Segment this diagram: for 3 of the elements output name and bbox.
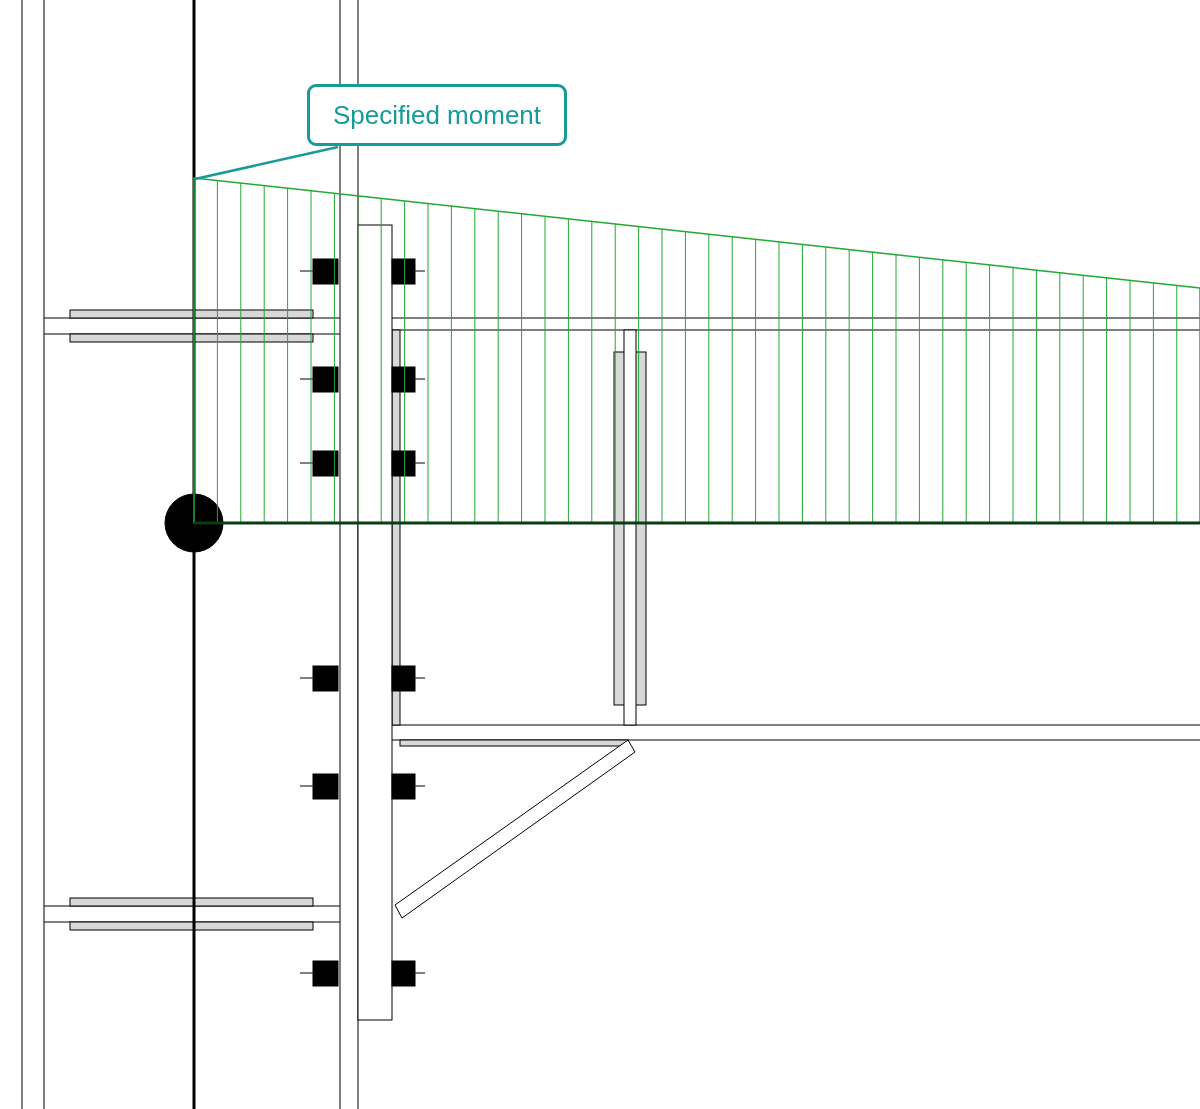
callout-label: Specified moment [307, 84, 567, 146]
leader-line [194, 145, 339, 181]
moment-diagram [193, 177, 1200, 525]
